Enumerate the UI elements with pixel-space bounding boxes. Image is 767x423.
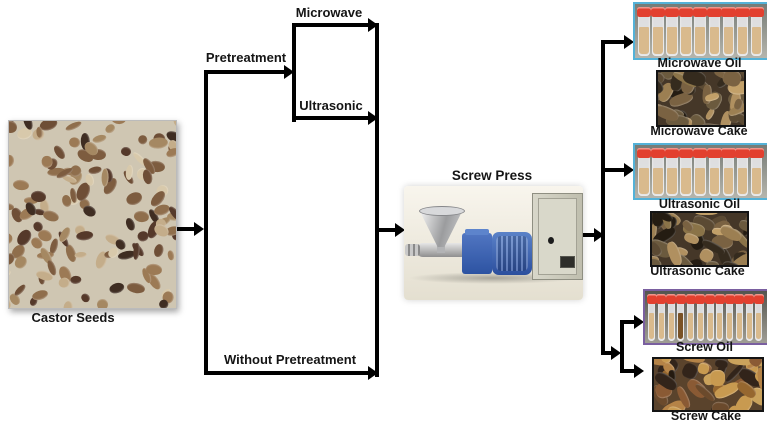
- arrow-seeds-to-trunk: [177, 227, 196, 231]
- arrowhead-to-press: [395, 223, 405, 237]
- cabinet-display: [560, 256, 575, 268]
- distributor-line: [601, 40, 605, 355]
- collector-line: [375, 23, 379, 377]
- without-pretreatment-label: Without Pretreatment: [223, 352, 357, 367]
- arrowhead-to-screw-cake: [634, 364, 644, 378]
- arrow-ultrasonic: [292, 116, 368, 120]
- arrowhead-to-screw-oil: [634, 315, 644, 329]
- ultrasonic-oil-tubes: [635, 145, 767, 198]
- ultrasonic-oil-caption: Ultrasonic Oil: [658, 197, 741, 211]
- arrow-to-screw-cake: [620, 369, 635, 373]
- pretreatment-label: Pretreatment: [205, 50, 287, 65]
- arrow-to-press: [379, 228, 396, 232]
- screw-cake-photo: [652, 357, 764, 412]
- arrowhead-without-pretreatment: [368, 366, 378, 380]
- cabinet-knob: [548, 237, 554, 244]
- screw-cake-texture: [654, 359, 762, 410]
- screw-oil-tubes: [645, 291, 767, 343]
- castor-seeds-photo: [8, 120, 177, 309]
- arrow-to-ultrasonic-oil: [601, 168, 625, 172]
- arrow-without-pretreatment: [204, 371, 368, 375]
- microwave-cake-caption: Microwave Cake: [650, 124, 748, 138]
- seeds-texture: [9, 121, 176, 308]
- control-cabinet: [532, 193, 583, 280]
- microwave-oil-caption: Microwave Oil: [657, 56, 742, 70]
- microwave-oil-photo: [633, 2, 767, 60]
- gearbox: [462, 233, 492, 274]
- screw-cake-caption: Screw Cake: [670, 409, 742, 423]
- arrowhead-from-press: [594, 228, 604, 242]
- arrow-to-microwave-oil: [601, 40, 625, 44]
- motor-ribs: [496, 236, 528, 271]
- arrowhead-seeds-to-trunk: [194, 222, 204, 236]
- arrowhead-to-microwave-oil: [624, 35, 634, 49]
- gearbox-flange: [465, 229, 489, 235]
- press-nozzle: [405, 244, 420, 256]
- ultrasonic-cake-caption: Ultrasonic Cake: [650, 264, 745, 278]
- arrowhead-pretreatment: [284, 65, 294, 79]
- arrow-pretreatment: [204, 70, 284, 74]
- arrow-to-screw-oil: [620, 320, 635, 324]
- arrow-to-screw-branch: [601, 351, 613, 355]
- screw-oil-photo: [643, 289, 767, 345]
- microwave-label: Microwave: [295, 5, 363, 20]
- arrowhead-ultrasonic: [368, 111, 378, 125]
- funnel-stem: [437, 244, 445, 253]
- trunk-line: [204, 70, 208, 375]
- microwave-cake-photo: [656, 70, 746, 127]
- microwave-oil-tubes: [635, 4, 767, 58]
- arrow-microwave: [292, 23, 368, 27]
- castor-seeds-caption: Castor Seeds: [31, 310, 115, 325]
- ultrasonic-label: Ultrasonic: [299, 98, 363, 113]
- funnel-rim: [419, 206, 465, 216]
- arrow-from-press: [582, 233, 595, 237]
- arrowhead-to-ultrasonic-oil: [624, 163, 634, 177]
- arrowhead-microwave: [368, 18, 378, 32]
- ultrasonic-oil-photo: [633, 143, 767, 200]
- arrowhead-to-screw-branch: [611, 346, 621, 360]
- ultrasonic-cake-texture: [652, 213, 747, 265]
- microwave-cake-texture: [658, 72, 744, 125]
- screw-press-label: Screw Press: [451, 168, 533, 183]
- electric-motor: [492, 232, 532, 275]
- ultrasonic-cake-photo: [650, 211, 749, 267]
- screw-press-photo: [404, 186, 583, 300]
- screw-oil-caption: Screw Oil: [676, 340, 733, 354]
- screw-branch-line: [620, 320, 624, 373]
- pretreatment-split-line: [292, 23, 296, 122]
